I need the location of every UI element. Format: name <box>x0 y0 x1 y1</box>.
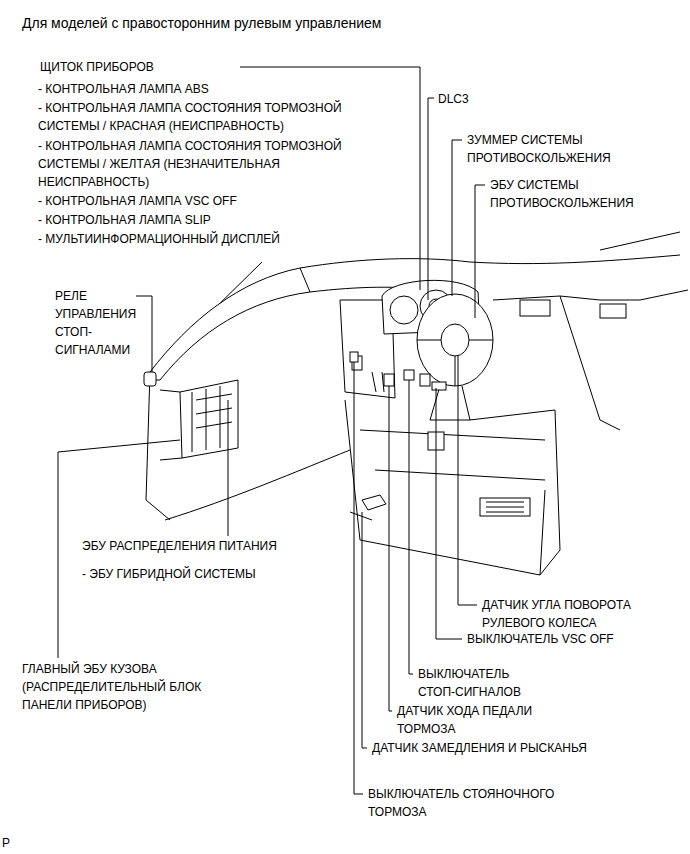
part-label: - ЭБУ ГИБРИДНОЙ СИСТЕМЫ <box>82 565 342 583</box>
part-label: ДАТЧИК ЗАМЕДЛЕНИЯ И РЫСКАНЬЯ <box>372 739 622 757</box>
part-label: ВЫКЛЮЧАТЕЛЬ VSC OFF <box>467 630 667 648</box>
part-label: ЭБУ РАСПРЕДЕЛЕНИЯ ПИТАНИЯ <box>82 537 342 555</box>
part-label: ВЫКЛЮЧАТЕЛЬ СТОП-СИГНАЛОВ <box>418 665 543 701</box>
part-label: DLC3 <box>438 90 498 108</box>
page-title: Для моделей с правосторонним рулевым упр… <box>22 14 381 32</box>
part-label: P <box>2 834 22 852</box>
part-label: РЕЛЕ УПРАВЛЕНИЯ СТОП-СИГНАЛАМИ <box>55 287 140 359</box>
part-label: ДАТЧИК УГЛА ПОВОРОТА РУЛЕВОГО КОЛЕСА <box>482 596 662 632</box>
part-label: ГЛАВНЫЙ ЭБУ КУЗОВА (РАСПРЕДЕЛИТЕЛЬНЫЙ БЛ… <box>22 660 227 714</box>
part-label: ВЫКЛЮЧАТЕЛЬ СТОЯНОЧНОГО ТОРМОЗА <box>368 785 583 821</box>
part-label: - КОНТРОЛЬНАЯ ЛАМПА VSC OFF <box>38 192 338 210</box>
part-label: - МУЛЬТИИНФОРМАЦИОННЫЙ ДИСПЛЕЙ <box>38 230 338 248</box>
part-label: - КОНТРОЛЬНАЯ ЛАМПА SLIP <box>38 211 338 229</box>
part-label: ЩИТОК ПРИБОРОВ <box>40 58 240 76</box>
part-label: - КОНТРОЛЬНАЯ ЛАМПА СОСТОЯНИЯ ТОРМОЗНОЙ … <box>38 99 348 135</box>
part-label: - КОНТРОЛЬНАЯ ЛАМПА СОСТОЯНИЯ ТОРМОЗНОЙ … <box>38 137 348 191</box>
part-label: ЭБУ СИСТЕМЫ ПРОТИВОСКОЛЬЖЕНИЯ <box>490 176 680 212</box>
part-label: - КОНТРОЛЬНАЯ ЛАМПА ABS <box>38 80 338 98</box>
part-label: ЗУММЕР СИСТЕМЫ ПРОТИВОСКОЛЬЖЕНИЯ <box>467 131 667 167</box>
part-label: ДАТЧИК ХОДА ПЕДАЛИ ТОРМОЗА <box>397 702 567 738</box>
